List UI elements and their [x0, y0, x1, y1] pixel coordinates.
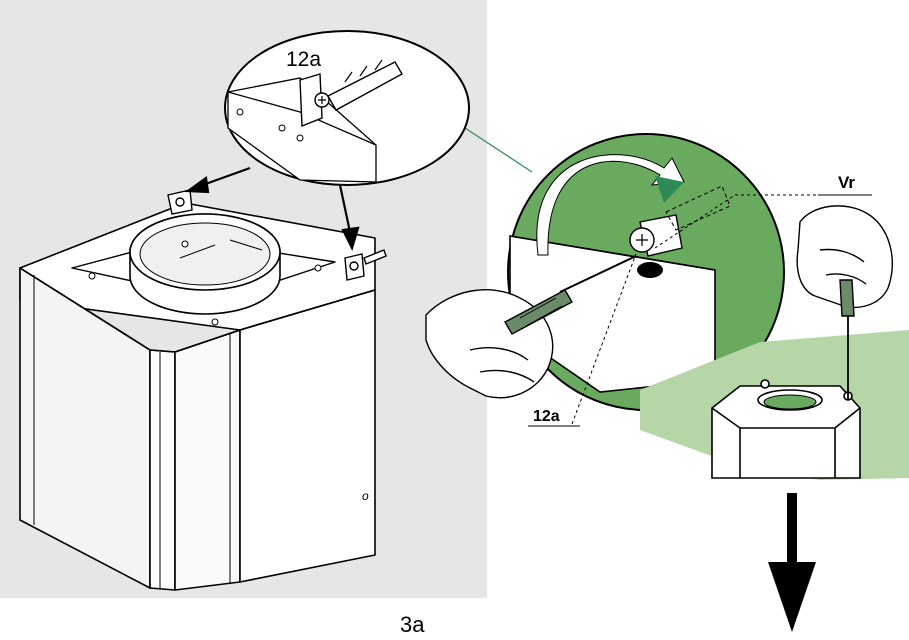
hood-unit: o	[19, 202, 376, 591]
bracket-right	[344, 249, 387, 281]
hand-screwdriver	[425, 289, 573, 399]
small-hood-unit	[711, 379, 861, 479]
svg-text:o: o	[362, 489, 369, 503]
down-arrow-icon	[768, 493, 816, 632]
leader-lines	[571, 194, 866, 425]
figure-label: 3a	[400, 612, 425, 637]
callout-label-top: 12a	[286, 48, 321, 71]
detail-circle-top	[224, 30, 470, 186]
callout-label-vr: Vr	[838, 173, 855, 192]
callout-label-right-part: 12a	[533, 408, 560, 425]
bracket-left	[167, 189, 193, 215]
hand-vertical-screwdriver	[796, 205, 893, 400]
detail-circle-right	[507, 133, 785, 411]
insert-arrows	[184, 166, 360, 251]
zoom-connector-line	[464, 127, 533, 173]
